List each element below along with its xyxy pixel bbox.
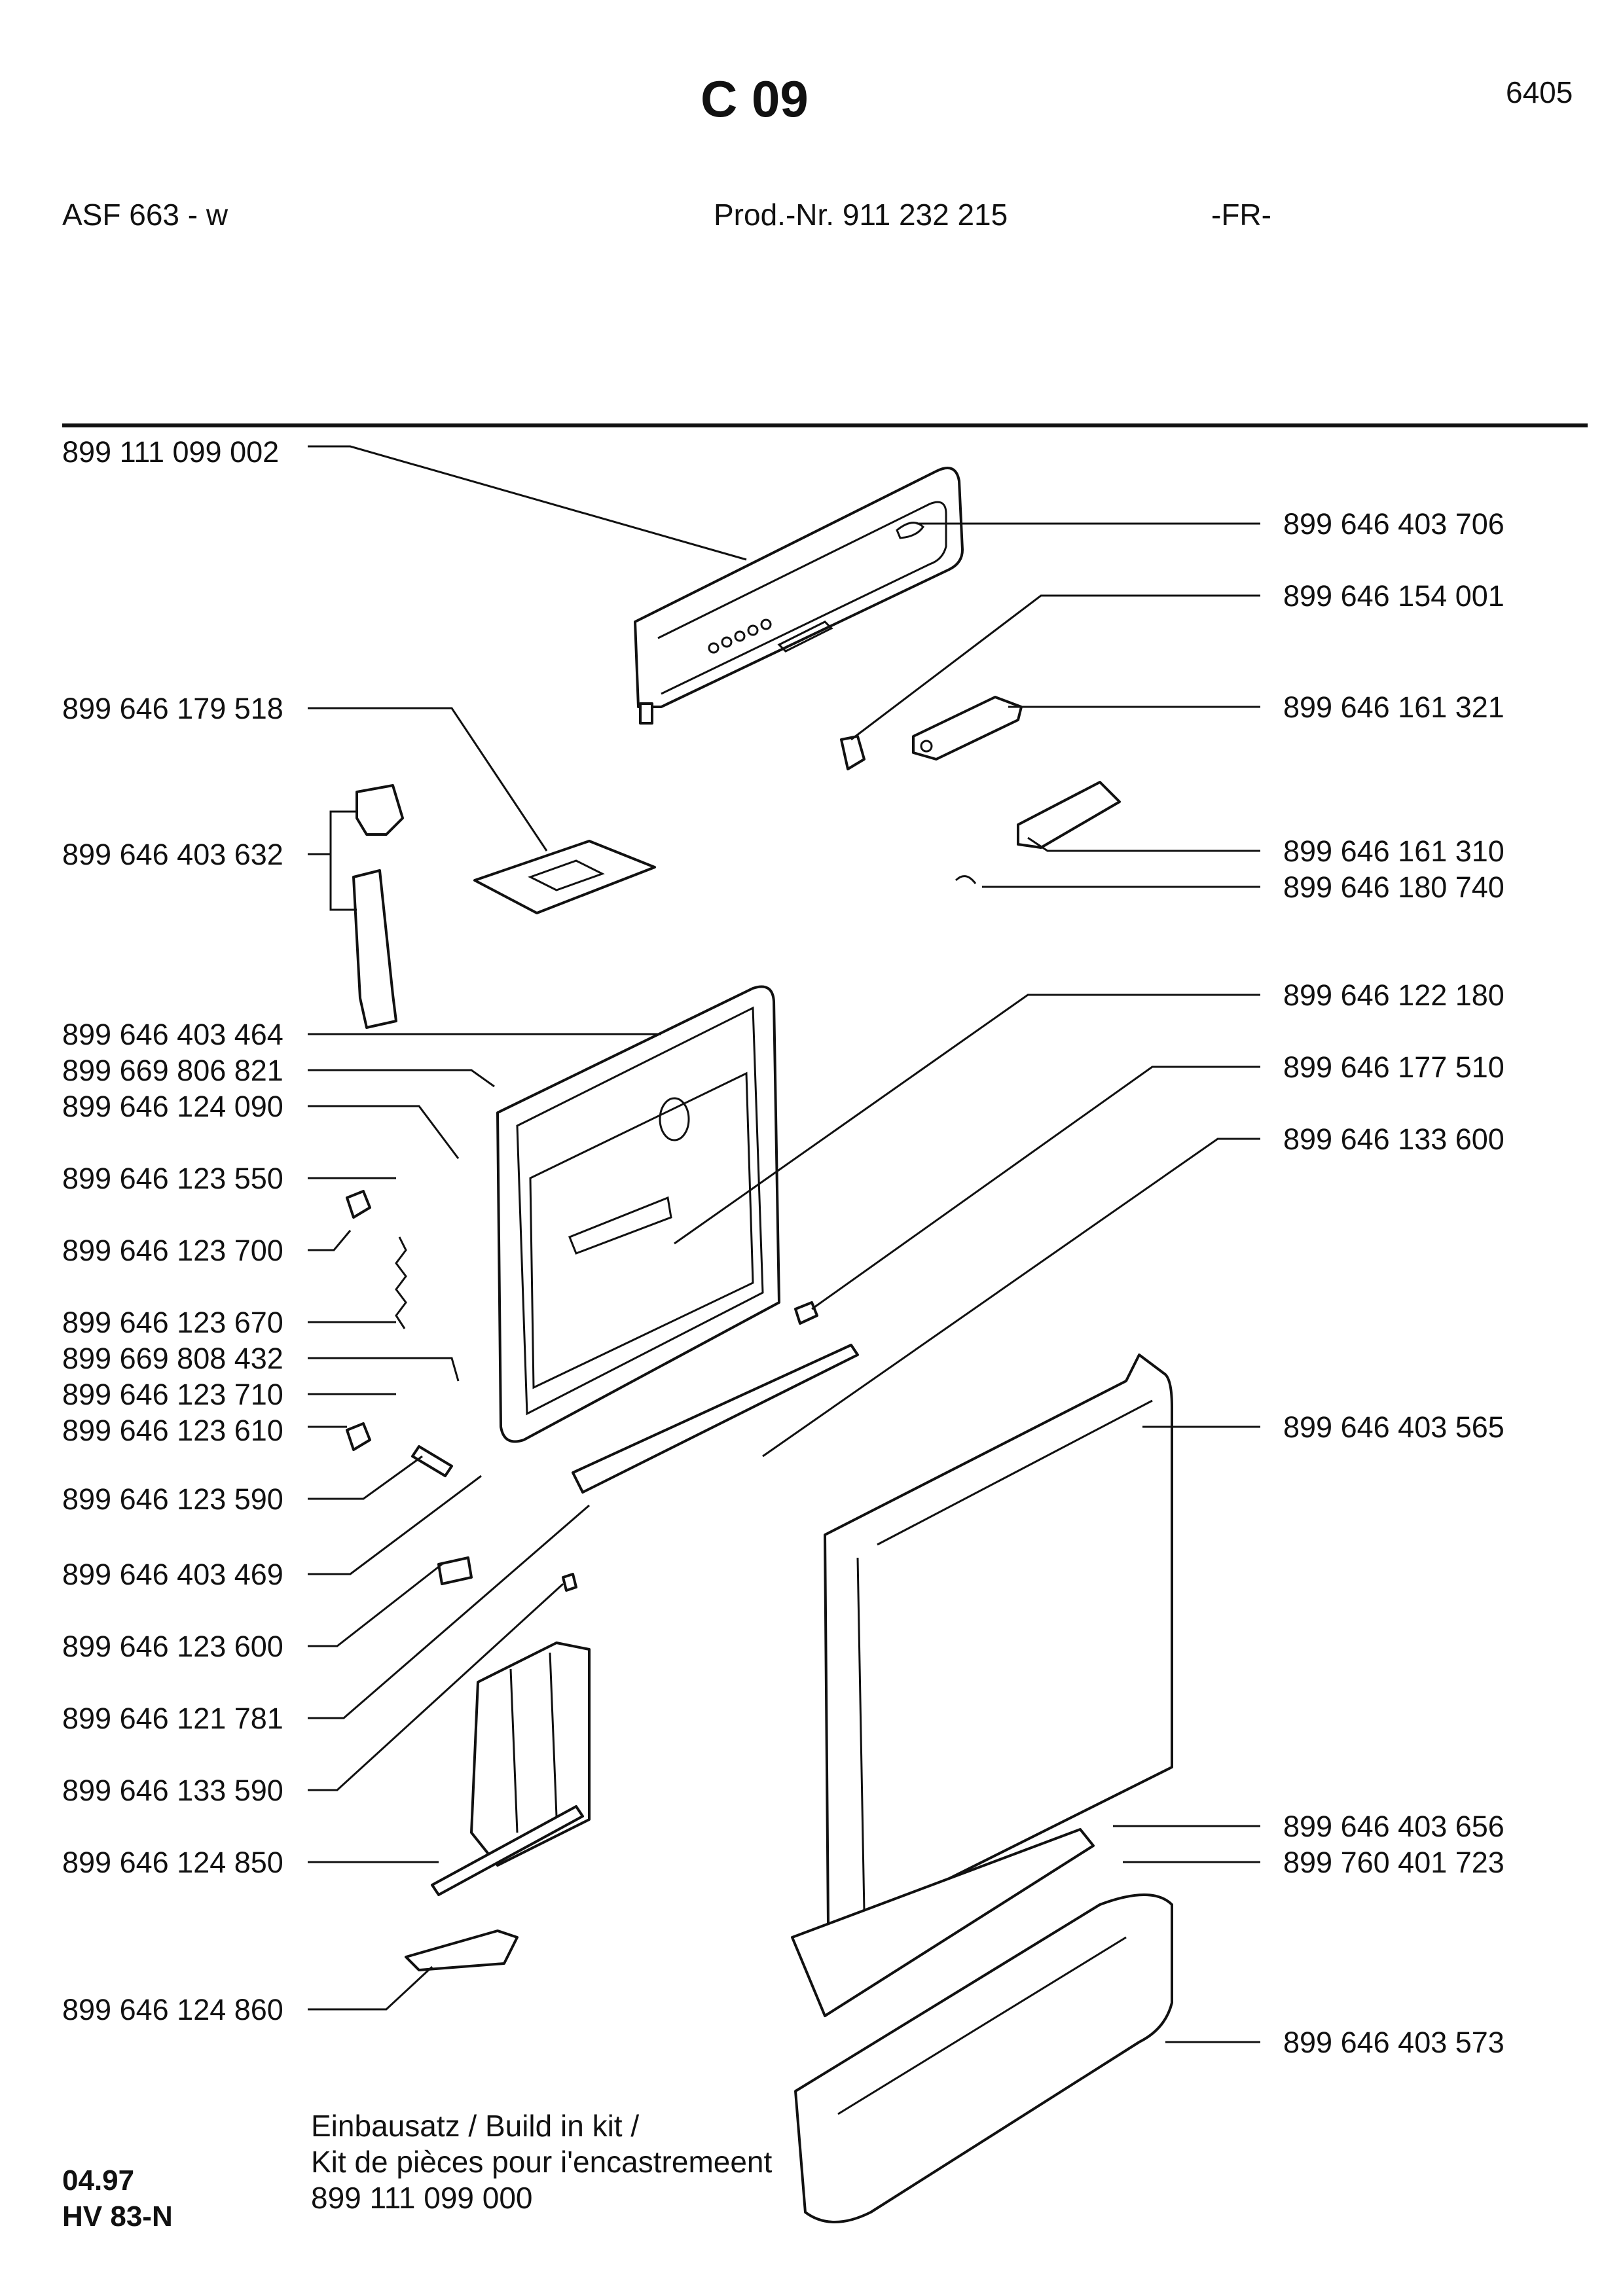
part-label: 899 646 123 550 [62, 1162, 283, 1195]
part-label: 899 646 179 518 [62, 692, 283, 725]
part-label: 899 646 177 510 [1283, 1050, 1504, 1084]
part-label: 899 646 403 573 [1283, 2026, 1504, 2059]
door-rail-part [572, 1344, 859, 1494]
page-code: 6405 [1506, 75, 1573, 109]
kick-plate-part [794, 1893, 1173, 2223]
outer-door-panel-part [824, 1354, 1173, 1932]
part-label: 899 646 124 850 [62, 1846, 283, 1879]
document-reference: HV 83-N [62, 2200, 173, 2233]
part-label: 899 646 122 180 [1283, 978, 1504, 1012]
part-label: 899 646 403 565 [1283, 1410, 1504, 1444]
inner-door-part [496, 985, 818, 1443]
part-label: 899 646 180 740 [1283, 870, 1504, 904]
part-label: 899 646 123 600 [62, 1630, 283, 1663]
part-label: 899 646 124 090 [62, 1090, 283, 1123]
part-label: 899 646 123 710 [62, 1378, 283, 1411]
trim-strip-part [791, 1828, 1095, 2017]
stand-bracket-part [405, 1641, 591, 1971]
part-label: 899 646 403 469 [62, 1558, 283, 1591]
part-label: 899 646 133 590 [62, 1774, 283, 1807]
model-name: ASF 663 - w [62, 198, 228, 232]
page-title: C 09 [701, 70, 809, 128]
part-label: 899 646 123 670 [62, 1306, 283, 1339]
part-label: 899 646 403 656 [1283, 1810, 1504, 1843]
hinge-bracket-part [352, 784, 404, 1029]
small-latch-parts [840, 696, 1121, 884]
part-label: 899 646 161 321 [1283, 691, 1504, 724]
kit-caption-line2: Kit de pièces pour i'encastremeent [311, 2145, 773, 2179]
part-label: 899 646 403 706 [1283, 507, 1504, 541]
part-label: 899 646 133 600 [1283, 1122, 1504, 1156]
part-label: 899 646 403 632 [62, 838, 283, 871]
part-label: 899 646 124 860 [62, 1993, 283, 2026]
language-code: -FR- [1211, 198, 1271, 232]
header-rule [62, 423, 1588, 427]
part-label: 899 669 806 821 [62, 1054, 283, 1087]
part-label: 899 646 123 610 [62, 1414, 283, 1447]
part-label: 899 760 401 723 [1283, 1846, 1504, 1879]
document-date: 04.97 [62, 2164, 135, 2197]
kit-caption-line1: Einbausatz / Build in kit / [311, 2109, 640, 2143]
part-label: 899 669 808 432 [62, 1342, 283, 1375]
part-label: 899 646 123 590 [62, 1482, 283, 1516]
part-label: 899 646 403 464 [62, 1018, 283, 1051]
part-label: 899 111 099 002 [62, 435, 280, 469]
part-label: 899 646 121 781 [62, 1702, 283, 1735]
insulation-plate-part [473, 840, 656, 914]
part-label: 899 646 161 310 [1283, 834, 1504, 868]
part-label: 899 646 123 700 [62, 1234, 283, 1267]
product-number: Prod.-Nr. 911 232 215 [714, 198, 1008, 232]
control-panel-part [634, 467, 964, 725]
kit-part-number: 899 111 099 000 [311, 2181, 533, 2215]
part-label: 899 646 154 001 [1283, 579, 1504, 613]
spring-hardware-parts [346, 1190, 577, 1592]
